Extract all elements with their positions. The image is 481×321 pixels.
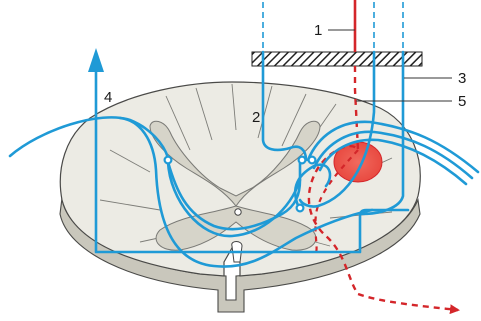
label-3: 3 <box>458 70 466 87</box>
label-4: 4 <box>104 89 112 106</box>
central-canal <box>235 209 241 215</box>
label-5: 5 <box>458 93 466 110</box>
dashed-fiber-stubs <box>263 2 403 52</box>
label-1: 1 <box>314 22 322 39</box>
hatched-bar <box>252 52 422 66</box>
label-2: 2 <box>252 109 260 126</box>
arrow-up-icon <box>88 48 104 72</box>
